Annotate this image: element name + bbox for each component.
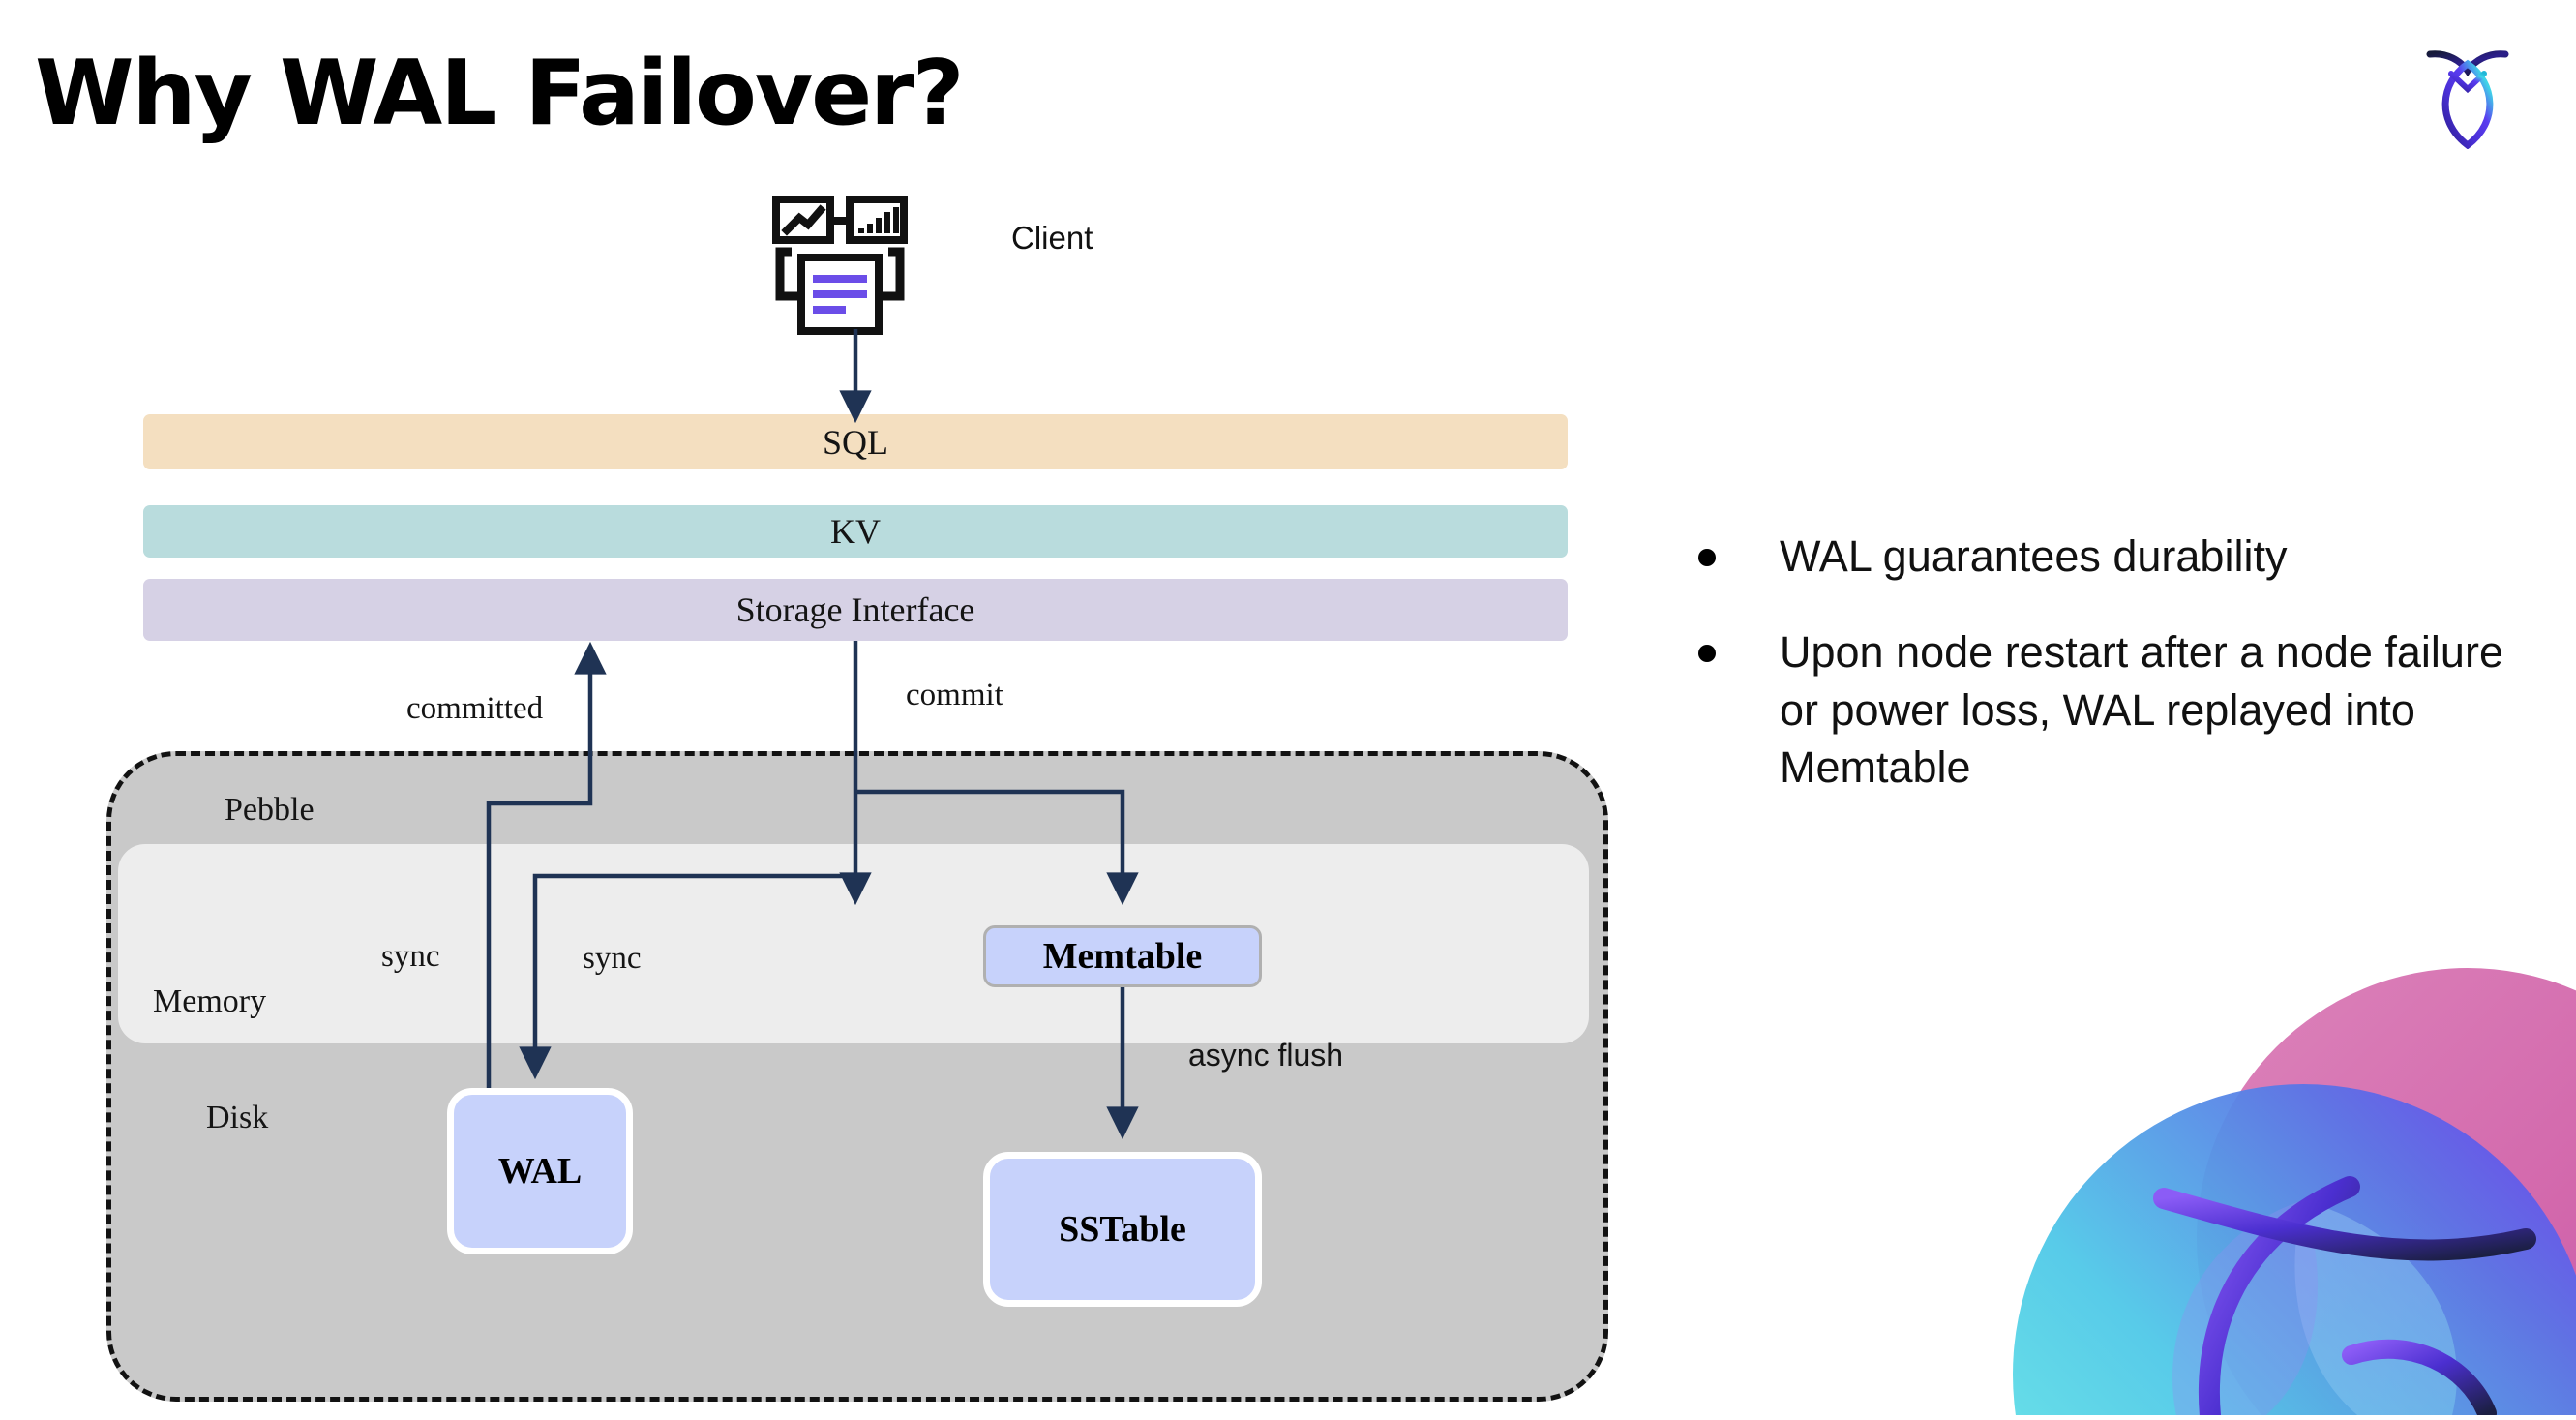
bullet-dot-icon: [1698, 549, 1716, 566]
node-wal[interactable]: WAL: [447, 1088, 633, 1254]
client-dashboard-icon: [772, 196, 927, 339]
page-title: Why WAL Failover?: [35, 41, 965, 145]
edge-label-committed: committed: [406, 691, 544, 726]
pebble-label: Pebble: [225, 792, 315, 828]
layer-bar-storage: Storage Interface: [143, 579, 1568, 641]
bullet-list: WAL guarantees durability Upon node rest…: [1698, 528, 2531, 835]
node-label-sstable: SSTable: [1059, 1209, 1186, 1250]
layer-bar-kv: KV: [143, 505, 1568, 558]
list-item: Upon node restart after a node failure o…: [1698, 623, 2531, 796]
edge-label-commit: commit: [906, 678, 1003, 712]
disk-label: Disk: [206, 1100, 269, 1135]
node-label-wal: WAL: [497, 1151, 583, 1192]
edge-label-async-flush: async flush: [1188, 1038, 1344, 1073]
edge-label-sync-1: sync: [381, 939, 440, 974]
layer-label-sql: SQL: [822, 422, 888, 462]
edge-label-sync-2: sync: [583, 941, 642, 976]
bullet-text: Upon node restart after a node failure o…: [1780, 627, 2503, 793]
layer-label-kv: KV: [830, 512, 881, 551]
bullet-text: WAL guarantees durability: [1780, 531, 2288, 581]
cockroach-logo-icon: [2414, 33, 2521, 150]
node-memtable[interactable]: Memtable: [983, 925, 1262, 987]
node-sstable[interactable]: SSTable: [983, 1152, 1262, 1307]
layer-bar-sql: SQL: [143, 414, 1568, 469]
list-item: WAL guarantees durability: [1698, 528, 2531, 585]
client-label: Client: [1011, 220, 1093, 256]
bullet-dot-icon: [1698, 645, 1716, 663]
layer-label-storage: Storage Interface: [735, 590, 975, 629]
memory-region: [118, 844, 1589, 1043]
gradient-circles-decoration: [1984, 949, 2576, 1415]
memory-label: Memory: [153, 983, 267, 1019]
node-label-memtable: Memtable: [1042, 936, 1203, 977]
